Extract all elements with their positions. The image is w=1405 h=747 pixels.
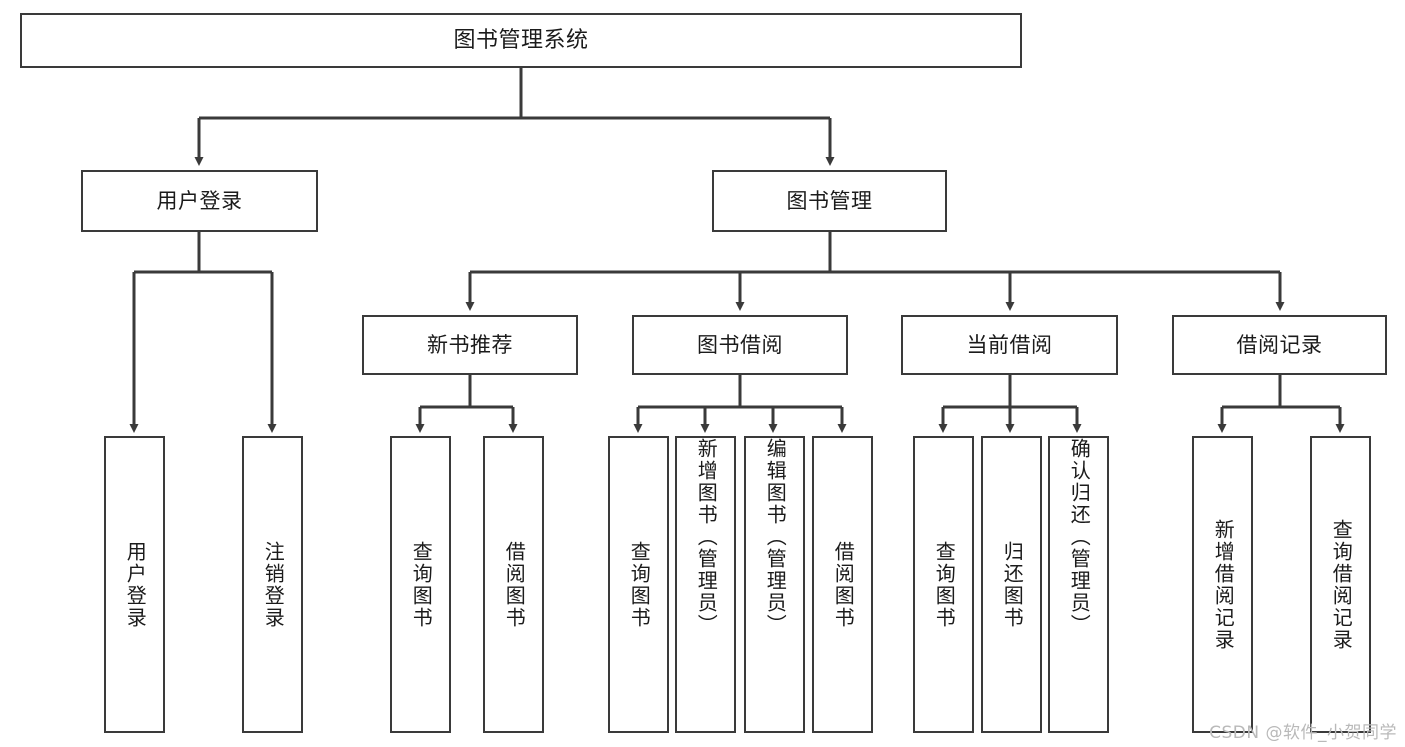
leaf-user-login[interactable]: 用户登录	[104, 436, 165, 733]
node-label: 图书管理系统	[453, 27, 589, 53]
node-book-manage[interactable]: 图书管理	[712, 170, 947, 232]
csdn-watermark: CSDN @软件_小贺同学	[1209, 723, 1397, 743]
node-label: 编辑图书（管理员）	[763, 438, 788, 636]
leaf-current-query-book[interactable]: 查询图书	[913, 436, 974, 733]
node-label: 归还图书	[1000, 540, 1025, 629]
leaf-borrow-borrow-book[interactable]: 借阅图书	[812, 436, 873, 733]
node-current-borrow[interactable]: 当前借阅	[901, 315, 1118, 375]
node-label: 借阅图书	[502, 540, 527, 629]
node-root-system[interactable]: 图书管理系统	[20, 13, 1022, 68]
leaf-record-add[interactable]: 新增借阅记录	[1192, 436, 1253, 733]
node-label: 新增图书（管理员）	[694, 438, 719, 636]
node-label: 用户登录	[123, 540, 148, 629]
leaf-borrow-edit-book[interactable]: 编辑图书（管理员）	[744, 436, 805, 733]
node-label: 查询图书	[409, 540, 434, 629]
leaf-recommend-borrow-book[interactable]: 借阅图书	[483, 436, 544, 733]
node-user-login[interactable]: 用户登录	[81, 170, 318, 232]
leaf-current-confirm-return[interactable]: 确认归还（管理员）	[1048, 436, 1109, 733]
leaf-user-logout[interactable]: 注销登录	[242, 436, 303, 733]
node-label: 新书推荐	[427, 332, 513, 357]
leaf-borrow-add-book[interactable]: 新增图书（管理员）	[675, 436, 736, 733]
node-label: 新增借阅记录	[1211, 518, 1236, 651]
node-label: 借阅记录	[1236, 332, 1323, 357]
node-borrow-record[interactable]: 借阅记录	[1172, 315, 1387, 375]
leaf-current-return-book[interactable]: 归还图书	[981, 436, 1042, 733]
leaf-borrow-query-book[interactable]: 查询图书	[608, 436, 669, 733]
node-label: 图书管理	[786, 188, 873, 213]
node-book-borrow[interactable]: 图书借阅	[632, 315, 848, 375]
node-label: 注销登录	[261, 540, 286, 629]
leaf-record-query[interactable]: 查询借阅记录	[1310, 436, 1371, 733]
node-label: 查询借阅记录	[1329, 518, 1354, 651]
node-label: 用户登录	[156, 188, 243, 213]
node-label: 借阅图书	[831, 540, 856, 629]
node-label: 当前借阅	[966, 332, 1053, 357]
leaf-recommend-query-book[interactable]: 查询图书	[390, 436, 451, 733]
node-label: 查询图书	[932, 540, 957, 629]
node-new-book-recommend[interactable]: 新书推荐	[362, 315, 578, 375]
node-label: 图书借阅	[697, 332, 783, 357]
node-label: 查询图书	[627, 540, 652, 629]
node-label: 确认归还（管理员）	[1067, 438, 1092, 636]
